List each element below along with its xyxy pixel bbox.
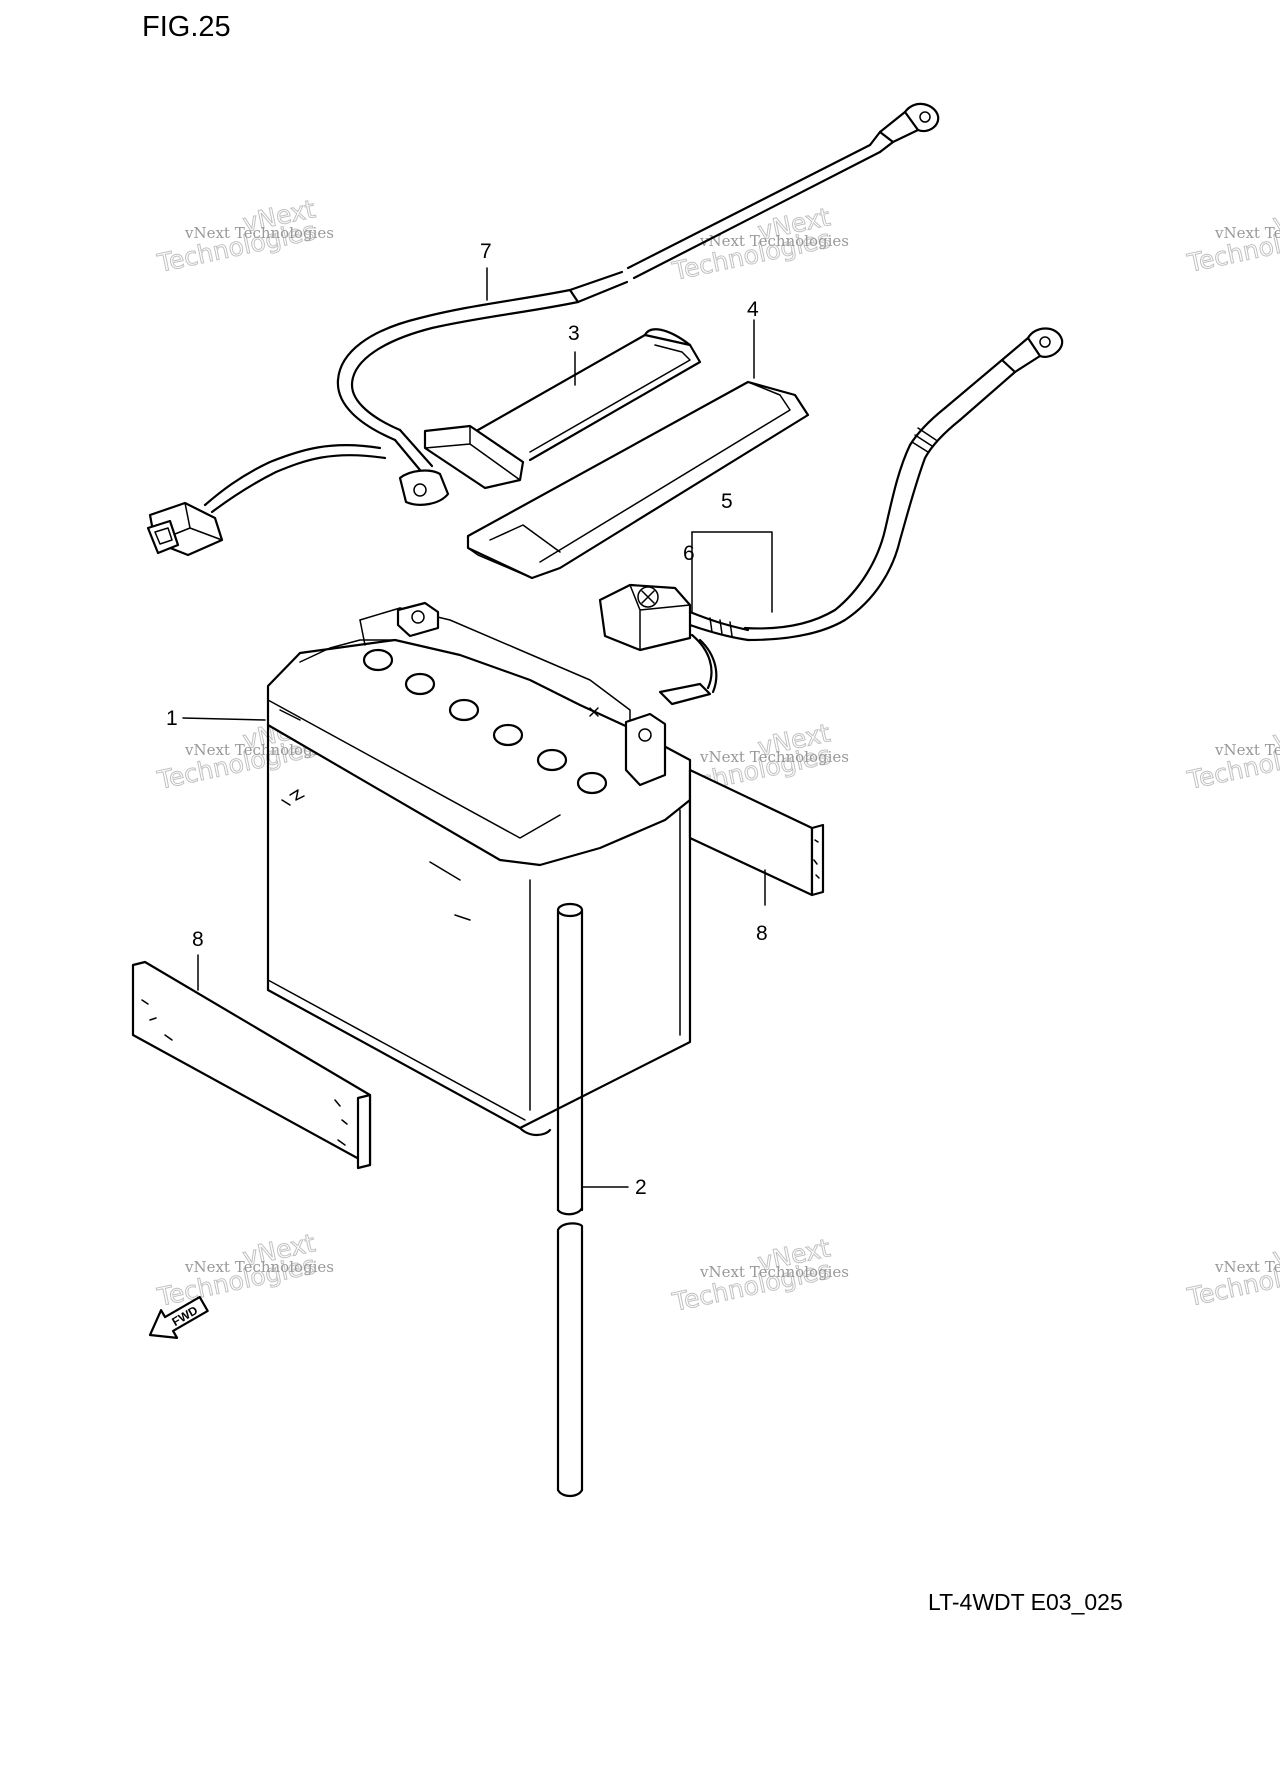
- callout-8-left: 8: [192, 928, 204, 951]
- callout-7: 7: [480, 240, 492, 263]
- part-8-pad-left[interactable]: [131, 960, 372, 1170]
- part-7-lead-wire[interactable]: [146, 102, 940, 557]
- figure-code: LT-4WDT E03_025: [928, 1589, 1123, 1615]
- watermark: vNext Technologies Technologies vNext: [154, 1228, 334, 1313]
- watermark: vNext Technologies Technologies vNext: [669, 1233, 849, 1318]
- svg-text:vNext Technologies: vNext Technologies: [699, 1263, 849, 1281]
- part-4-battery-band[interactable]: [466, 380, 810, 580]
- watermark: vNext Technologies Technologies vNext: [154, 194, 334, 279]
- callout-5: 5: [721, 490, 733, 513]
- callout-leaders: [182, 267, 773, 1188]
- part-3-battery-band[interactable]: [423, 328, 702, 490]
- cell-caps: [362, 648, 608, 795]
- svg-text:vNext Technologies: vNext Technologies: [184, 1258, 334, 1276]
- callout-8-right: 8: [756, 922, 768, 945]
- part-5-positive-lead[interactable]: [598, 327, 1064, 706]
- svg-text:vNext Technologies: vNext Technologies: [1214, 224, 1280, 242]
- callout-4: 4: [747, 298, 759, 321]
- part-1-battery[interactable]: [266, 601, 692, 1137]
- svg-text:vNext Technologies: vNext Technologies: [699, 232, 849, 250]
- watermark: vNext Technologies Technologies vNext: [1184, 1228, 1280, 1313]
- watermark: vNext Technologies Technologies vNext: [1184, 194, 1280, 279]
- svg-text:vNext Technologies: vNext Technologies: [1214, 1258, 1280, 1276]
- callout-3: 3: [568, 322, 580, 345]
- svg-text:vNext: vNext: [1270, 1228, 1280, 1272]
- svg-text:vNext Technologies: vNext Technologies: [184, 741, 334, 759]
- svg-text:vNext: vNext: [1270, 194, 1280, 238]
- part-2-breather-hose[interactable]: [556, 902, 584, 1498]
- svg-text:vNext Technologies: vNext Technologies: [1214, 741, 1280, 759]
- svg-text:vNext: vNext: [1270, 711, 1280, 755]
- watermark: vNext Technologies Technologies vNext: [1184, 711, 1280, 796]
- callout-6: 6: [683, 542, 695, 565]
- part-8-pad-right[interactable]: [688, 768, 825, 897]
- svg-text:vNext Technologies: vNext Technologies: [699, 748, 849, 766]
- callout-1: 1: [166, 707, 178, 730]
- callout-2: 2: [635, 1176, 647, 1199]
- figure-label: FIG.25: [142, 11, 231, 43]
- svg-text:vNext Technologies: vNext Technologies: [184, 224, 334, 242]
